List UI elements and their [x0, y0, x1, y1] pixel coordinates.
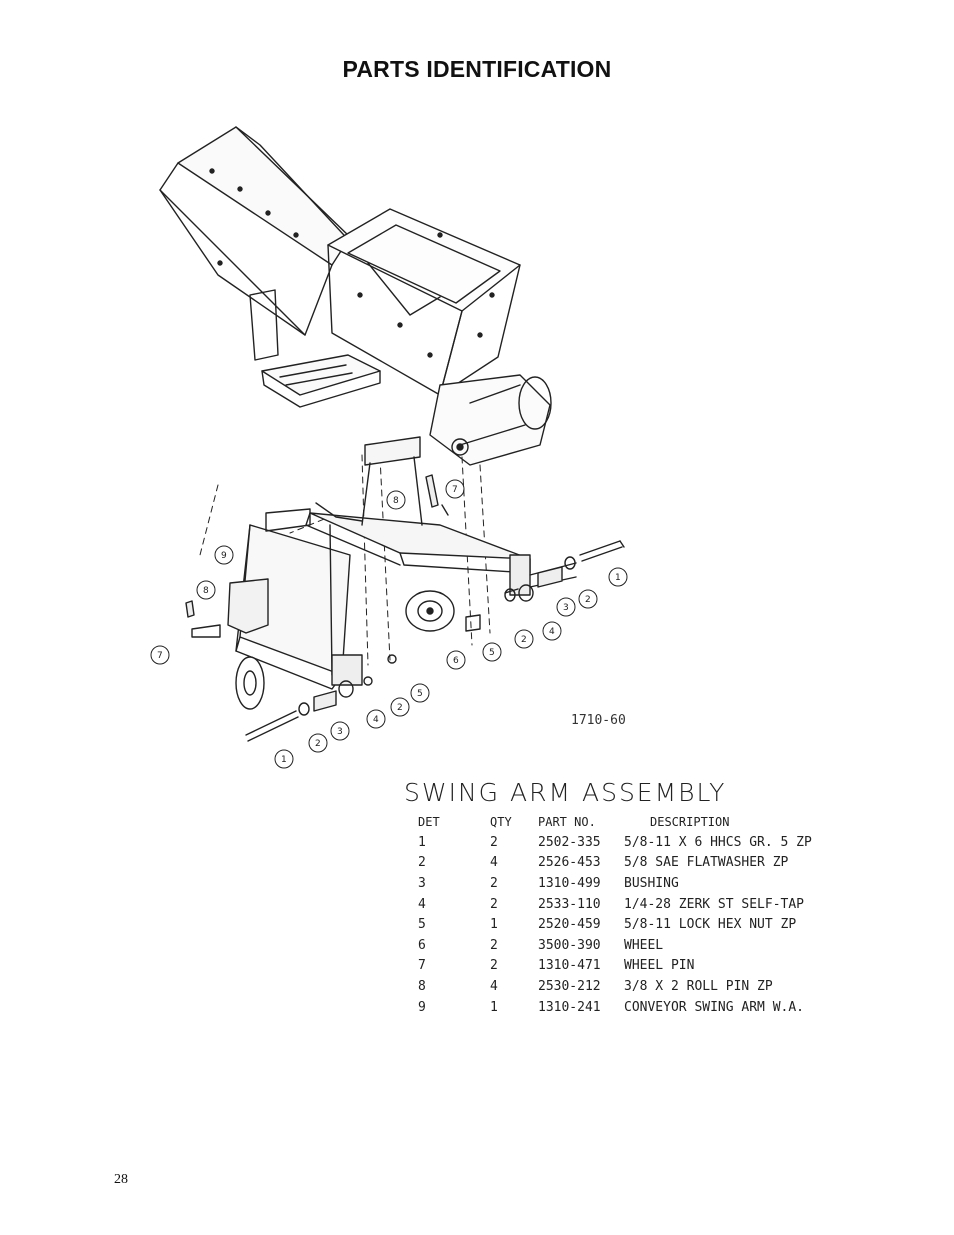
column-header-qty: QTY: [490, 815, 512, 829]
svg-text:2: 2: [397, 703, 403, 713]
parts-table-header: DET QTY PART NO. DESCRIPTION: [412, 815, 812, 832]
callouts: 9 8 7 8 7 1 2 3 4 2 5 6 5 2 4 3 2 1: [150, 479, 628, 769]
drive-motor: [429, 374, 552, 466]
description-cell: 3/8 X 2 ROLL PIN ZP: [624, 978, 773, 994]
qty-cell: 4: [490, 978, 498, 994]
svg-text:4: 4: [549, 627, 555, 637]
qty-cell: 2: [490, 958, 498, 974]
svg-text:7: 7: [452, 485, 458, 495]
right-hardware-stack: [504, 540, 625, 602]
description-cell: 5/8-11 LOCK HEX NUT ZP: [624, 917, 797, 933]
description-cell: CONVEYOR SWING ARM W.A.: [624, 999, 805, 1015]
det-cell: 6: [418, 937, 426, 953]
det-cell: 4: [418, 896, 426, 912]
det-cell: 7: [418, 958, 426, 974]
description-cell: WHEEL PIN: [624, 958, 695, 974]
part-number-cell: 1310-499: [538, 875, 601, 891]
svg-text:7: 7: [157, 651, 163, 661]
qty-cell: 2: [490, 834, 498, 850]
table-row: 6 2 3500-390 WHEEL: [412, 935, 812, 956]
table-row: 5 1 2520-459 5/8-11 LOCK HEX NUT ZP: [412, 914, 812, 935]
description-cell: WHEEL: [624, 937, 664, 953]
part-number-cell: 3500-390: [538, 937, 601, 953]
left-wheel-bracket: [191, 578, 269, 710]
page-title: PARTS IDENTIFICATION: [342, 56, 612, 82]
table-row: 1 2 2502-335 5/8-11 X 6 HHCS GR. 5 ZP: [412, 832, 812, 853]
det-cell: 5: [418, 917, 426, 933]
det-cell: 3: [418, 875, 426, 891]
det-cell: 9: [418, 999, 426, 1015]
svg-text:4: 4: [373, 715, 379, 725]
qty-cell: 2: [490, 896, 498, 912]
drawing-number: 1710-60: [571, 713, 626, 728]
description-cell: 5/8 SAE FLATWASHER ZP: [624, 855, 789, 871]
part-number-cell: 1310-471: [538, 958, 601, 974]
svg-text:1: 1: [281, 755, 287, 765]
column-header-part-no: PART NO.: [538, 815, 596, 829]
table-row: 8 4 2530-212 3/8 X 2 ROLL PIN ZP: [412, 976, 812, 997]
qty-cell: 2: [490, 937, 498, 953]
conveyor-tube: [159, 126, 371, 336]
parts-table: DET QTY PART NO. DESCRIPTION 1 2 2502-33…: [412, 815, 812, 1017]
part-number-cell: 1310-241: [538, 999, 601, 1015]
table-row: 4 2 2533-110 1/4-28 ZERK ST SELF-TAP: [412, 894, 812, 915]
part-number-cell: 2530-212: [538, 978, 601, 994]
svg-text:3: 3: [563, 603, 569, 613]
column-header-det: DET: [418, 815, 440, 829]
svg-text:8: 8: [203, 586, 209, 596]
part-number-cell: 2533-110: [538, 896, 601, 912]
wheel-pin-parts: [185, 474, 449, 618]
description-cell: 1/4-28 ZERK ST SELF-TAP: [624, 896, 805, 912]
part-number-cell: 2526-453: [538, 855, 601, 871]
svg-text:9: 9: [221, 551, 227, 561]
assembly-title: SWING ARM ASSEMBLY: [404, 778, 727, 807]
qty-cell: 1: [490, 999, 498, 1015]
svg-text:5: 5: [417, 689, 423, 699]
qty-cell: 1: [490, 917, 498, 933]
svg-text:5: 5: [489, 648, 495, 658]
svg-text:6: 6: [453, 656, 459, 666]
det-cell: 1: [418, 834, 426, 850]
swing-arm-frame: [235, 436, 577, 690]
det-cell: 8: [418, 978, 426, 994]
table-row: 7 2 1310-471 WHEEL PIN: [412, 956, 812, 977]
table-row: 2 4 2526-453 5/8 SAE FLATWASHER ZP: [412, 853, 812, 874]
center-wheel: [405, 590, 481, 632]
column-header-description: DESCRIPTION: [650, 815, 730, 829]
description-cell: 5/8-11 X 6 HHCS GR. 5 ZP: [624, 834, 812, 850]
svg-text:3: 3: [337, 727, 343, 737]
svg-text:2: 2: [521, 635, 527, 645]
det-cell: 2: [418, 855, 426, 871]
left-hardware-stack: [245, 654, 397, 742]
table-row: 3 2 1310-499 BUSHING: [412, 873, 812, 894]
svg-text:2: 2: [585, 595, 591, 605]
exploded-parts-diagram: 9 8 7 8 7 1 2 3 4 2 5 6 5 2 4 3 2 1: [100, 85, 890, 785]
svg-text:2: 2: [315, 739, 321, 749]
page-number: 28: [114, 1172, 128, 1187]
hitch-bracket: [249, 289, 381, 408]
hopper: [327, 208, 521, 396]
qty-cell: 4: [490, 855, 498, 871]
table-row: 9 1 1310-241 CONVEYOR SWING ARM W.A.: [412, 997, 812, 1018]
part-number-cell: 2502-335: [538, 834, 601, 850]
svg-text:8: 8: [393, 496, 399, 506]
description-cell: BUSHING: [624, 875, 679, 891]
qty-cell: 2: [490, 875, 498, 891]
svg-text:1: 1: [615, 573, 621, 583]
part-number-cell: 2520-459: [538, 917, 601, 933]
